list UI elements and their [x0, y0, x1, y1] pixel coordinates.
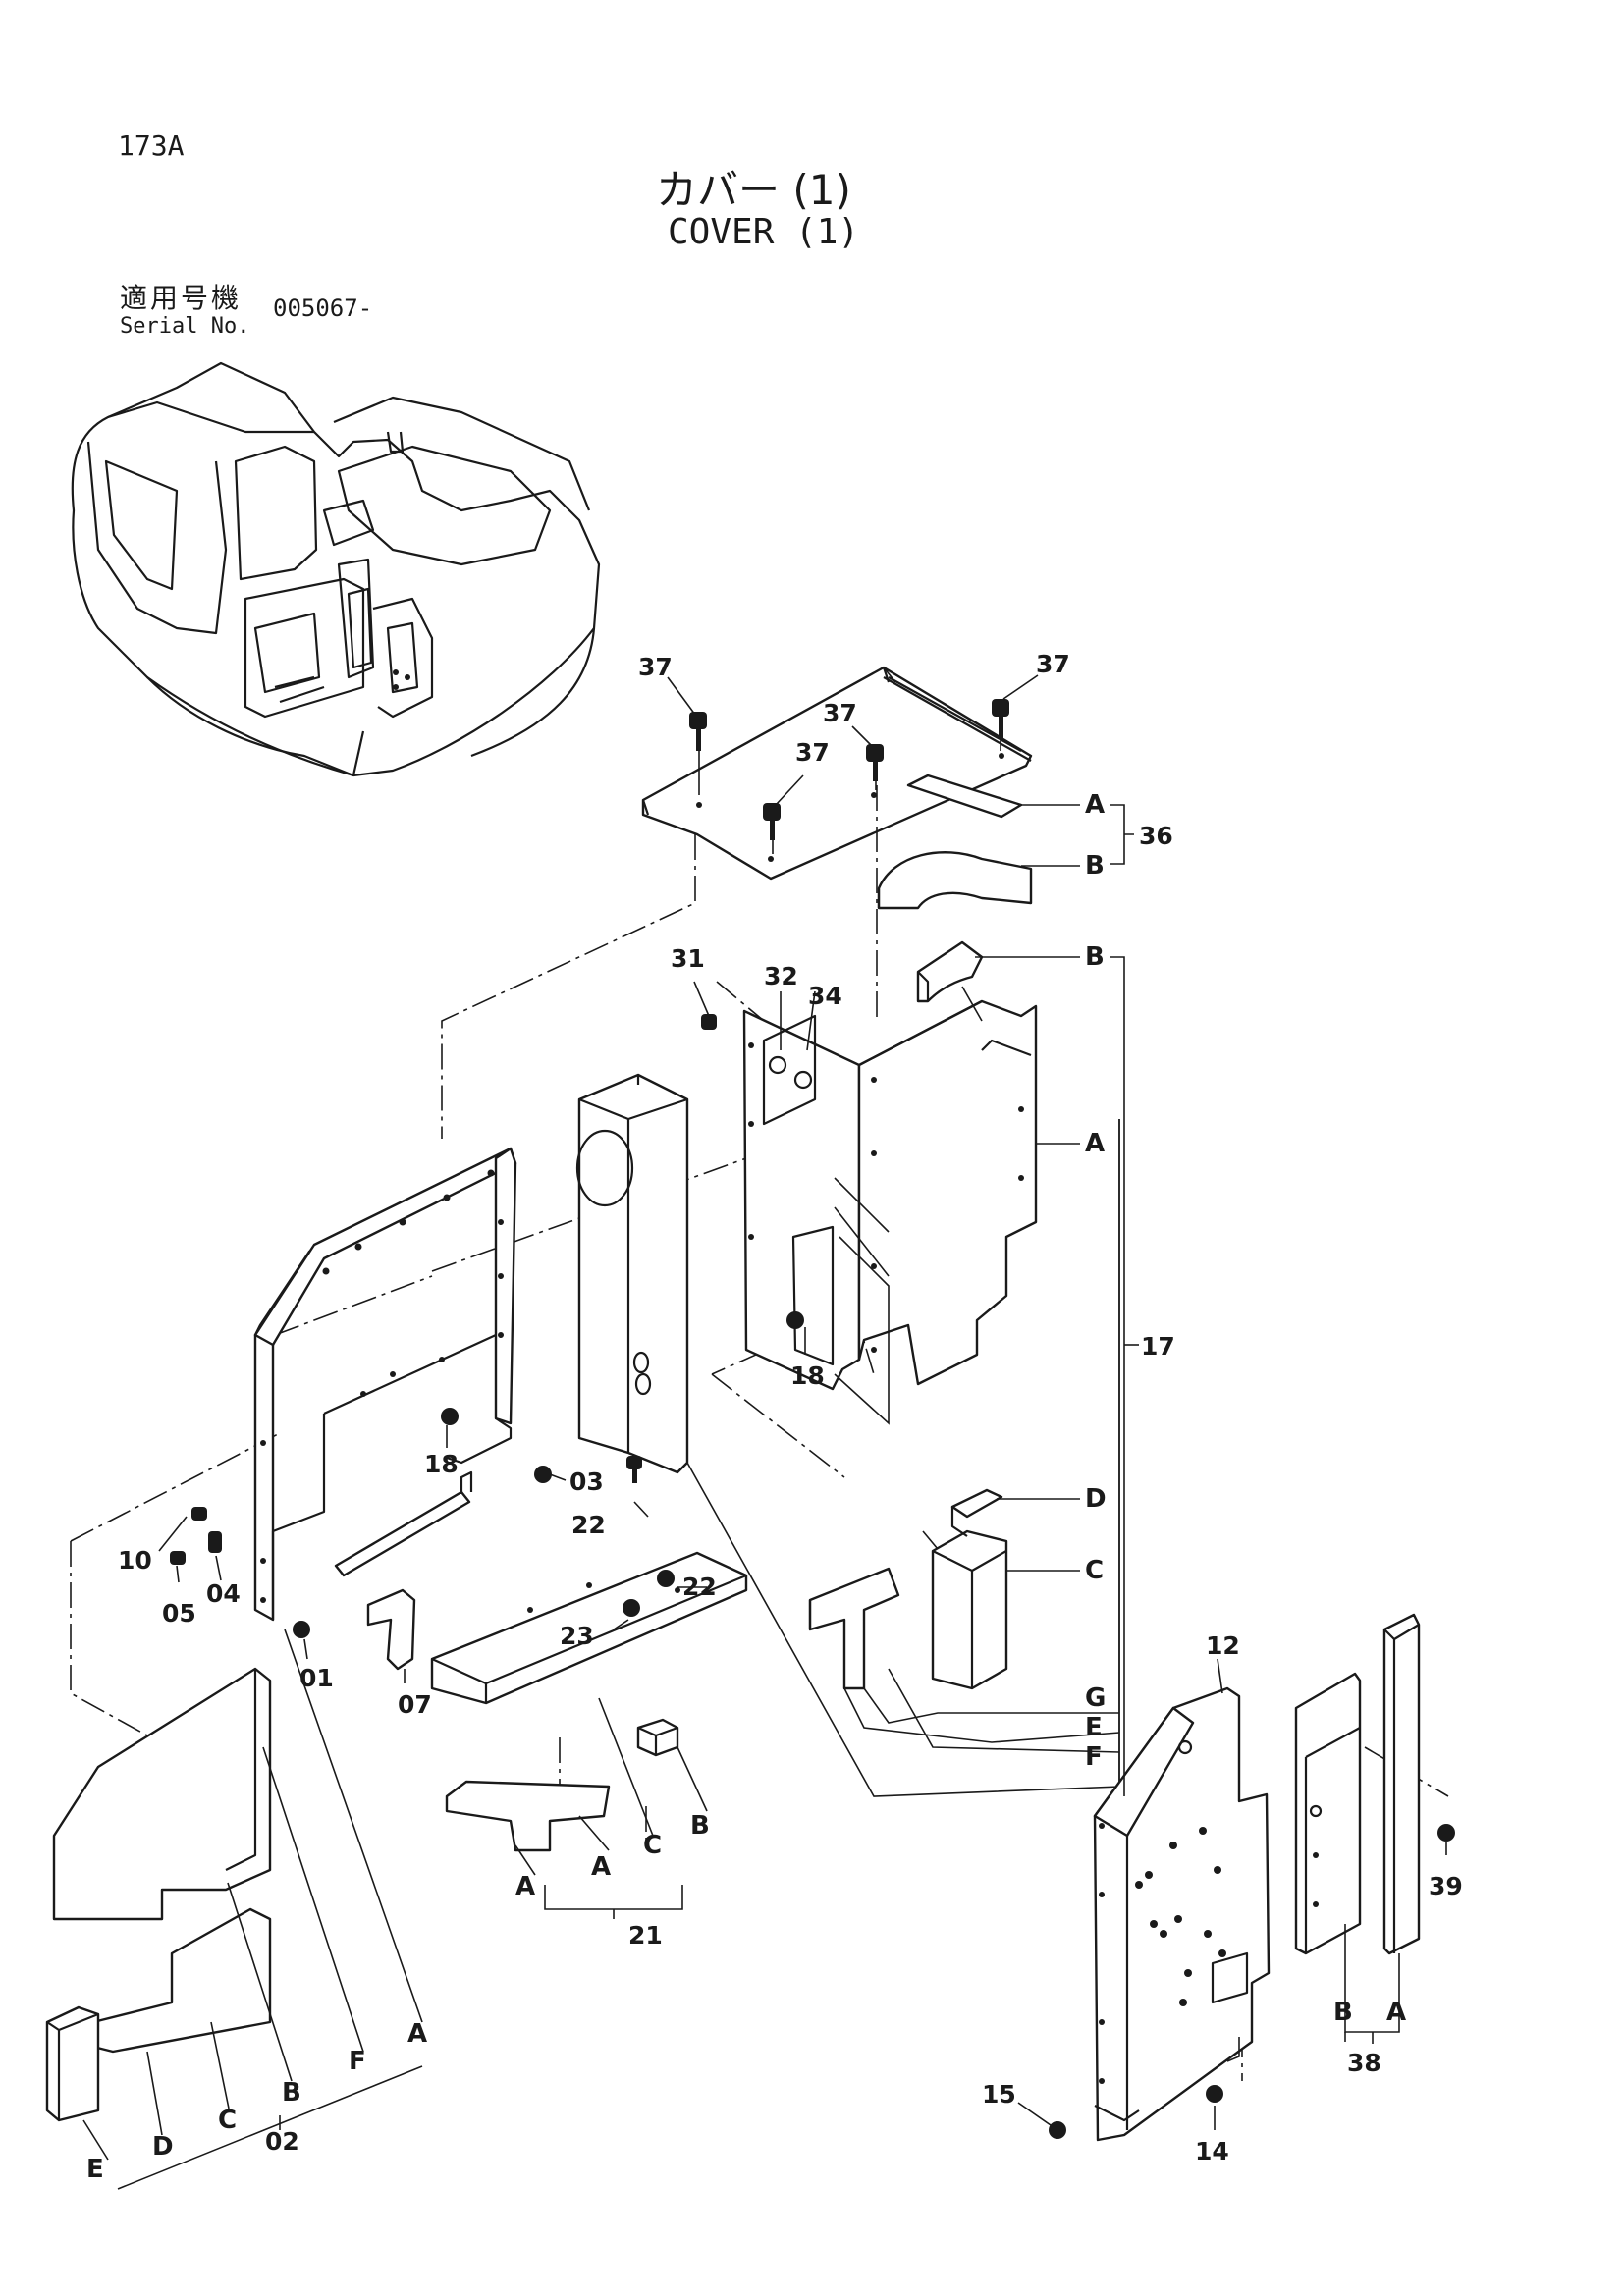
pad-02-c — [91, 1907, 272, 2054]
letter-17-c: C — [1085, 1556, 1104, 1585]
bracket-plate — [334, 1490, 471, 1577]
pad-38-a — [1382, 1613, 1421, 1955]
leader-lines — [82, 674, 1447, 2190]
bolt-37-group — [689, 699, 1009, 854]
letter-17-e: E — [1085, 1713, 1103, 1742]
callout-34: 34 — [808, 982, 842, 1010]
fasteners — [170, 1014, 1455, 2139]
subpart-letters: A B B A D C G E F A A C B E D C B F A B … — [86, 790, 1406, 2184]
title-english: COVER (1) — [668, 212, 860, 252]
pad-17-g — [808, 1567, 900, 1690]
letter-02-e: E — [86, 2155, 104, 2184]
callout-04: 04 — [206, 1579, 241, 1608]
callout-37: 37 — [823, 699, 857, 727]
callout-39: 39 — [1429, 1872, 1463, 1900]
letter-02-c: C — [218, 2106, 237, 2135]
letter-36-a: A — [1085, 790, 1105, 820]
callout-22: 22 — [571, 1511, 606, 1539]
letter-17-f: F — [1085, 1742, 1103, 1772]
pad-36-b — [877, 851, 1033, 910]
pad-17-c — [931, 1529, 1008, 1690]
callout-38: 38 — [1347, 2049, 1381, 2077]
letter-02-f: F — [349, 2047, 366, 2076]
middle-panel — [575, 1073, 689, 1474]
bracket-38-b — [1294, 1672, 1362, 1955]
top-cover-plate — [641, 666, 1033, 881]
callout-01: 01 — [299, 1664, 334, 1692]
letter-02-b: B — [282, 2078, 301, 2108]
callout-23: 23 — [560, 1622, 594, 1650]
pad-17-d — [950, 1488, 1003, 1519]
callout-07: 07 — [398, 1690, 432, 1719]
callout-21: 21 — [628, 1921, 663, 1949]
callout-37: 37 — [638, 653, 673, 681]
callout-18: 18 — [790, 1362, 825, 1390]
letter-21-b: B — [690, 1811, 710, 1841]
frame-panel — [253, 1147, 517, 1622]
letter-38-a: A — [1386, 1998, 1406, 2027]
letter-38-b: B — [1333, 1998, 1353, 2027]
letter-02-d: D — [152, 2132, 174, 2162]
letter-21-a: A — [515, 1872, 535, 1901]
serial-label-japanese: 適用号機 — [120, 282, 243, 314]
callout-31: 31 — [671, 944, 705, 973]
callout-37: 37 — [1036, 650, 1070, 678]
callout-12: 12 — [1206, 1631, 1240, 1660]
letter-36-b: B — [1085, 851, 1105, 881]
callout-36: 36 — [1139, 822, 1173, 850]
callout-17: 17 — [1141, 1332, 1175, 1361]
base-tray — [430, 1551, 748, 1705]
letter-21-c: C — [643, 1831, 662, 1860]
callout-37: 37 — [795, 738, 830, 767]
title-japanese: カバー (1) — [656, 166, 851, 214]
letter-02-a: A — [407, 2019, 427, 2049]
serial-number: 005067- — [273, 294, 373, 322]
callout-22: 22 — [682, 1573, 717, 1601]
callout-18: 18 — [424, 1450, 459, 1478]
letter-17-g: G — [1085, 1683, 1106, 1713]
excavator-overview — [71, 361, 601, 777]
clip-07 — [366, 1588, 416, 1671]
letter-17-d: D — [1085, 1484, 1107, 1514]
page-id: 173A — [118, 130, 185, 162]
pad-21-b — [636, 1718, 679, 1757]
callout-10: 10 — [118, 1546, 152, 1575]
serial-label-english: Serial No. — [120, 314, 250, 339]
callout-15: 15 — [982, 2080, 1016, 2109]
callout-02: 02 — [265, 2127, 299, 2156]
letter-17-b: B — [1085, 942, 1105, 972]
callout-05: 05 — [162, 1599, 196, 1628]
callout-03: 03 — [569, 1468, 604, 1496]
callout-14: 14 — [1195, 2137, 1229, 2165]
side-door-panel — [1093, 1686, 1271, 2142]
letter-17-a: A — [1085, 1129, 1105, 1158]
callout-32: 32 — [764, 962, 798, 990]
pad-02-b — [52, 1667, 272, 1921]
part-callouts: 37 37 37 37 36 31 32 34 17 18 18 03 22 2… — [118, 650, 1463, 2165]
letter-21-a: A — [591, 1852, 611, 1882]
right-upper-panel — [742, 999, 1038, 1425]
pad-21-a — [445, 1780, 611, 1852]
